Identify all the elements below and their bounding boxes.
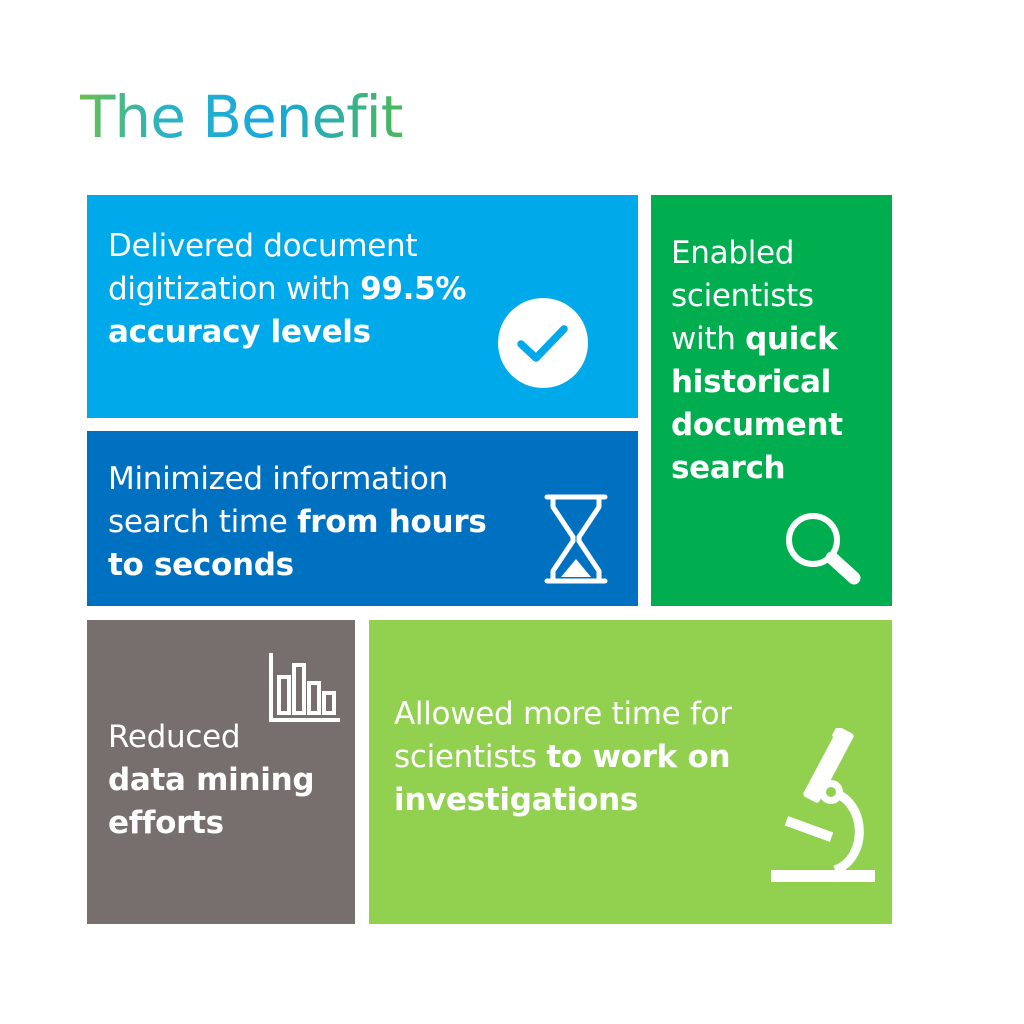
accuracy-text: Delivered document digitization with 99.… <box>108 225 466 354</box>
accuracy-percent: 99.5% <box>360 271 467 307</box>
benefit-tile-historical-search: Enabled scientists with quick historical… <box>651 195 892 606</box>
data-mining-line-3: efforts <box>108 805 224 841</box>
historical-line-5: document <box>671 407 843 443</box>
historical-line-3: with <box>671 321 746 357</box>
data-mining-text: Reduced data mining efforts <box>108 716 315 845</box>
investigations-bold-1: to work on <box>546 739 731 775</box>
investigations-line-3: investigations <box>394 782 638 818</box>
data-mining-line-1: Reduced <box>108 719 241 755</box>
search-time-line-2: search time <box>108 504 298 540</box>
search-time-line-1: Minimized information <box>108 461 448 497</box>
investigations-line-2: scientists <box>394 739 547 775</box>
historical-line-1: Enabled <box>671 235 795 271</box>
historical-bold-1: quick <box>745 321 838 357</box>
accuracy-line-1: Delivered document <box>108 228 418 264</box>
accuracy-line-3: accuracy levels <box>108 314 371 350</box>
historical-line-4: historical <box>671 364 832 400</box>
investigations-text: Allowed more time for scientists to work… <box>394 693 732 822</box>
benefit-tile-accuracy: Delivered document digitization with 99.… <box>87 195 638 418</box>
benefit-tile-data-mining: Reduced data mining efforts <box>87 620 355 924</box>
hourglass-icon <box>543 493 609 585</box>
historical-search-text: Enabled scientists with quick historical… <box>671 232 843 490</box>
search-time-line-3: to seconds <box>108 547 294 583</box>
search-time-bold-1: from hours <box>297 504 487 540</box>
bar-chart-icon <box>268 653 340 723</box>
data-mining-line-2: data mining <box>108 762 315 798</box>
investigations-line-1: Allowed more time for <box>394 696 732 732</box>
magnifier-icon <box>784 511 864 587</box>
checkmark-circle-icon <box>497 297 589 389</box>
page-title: The Benefit <box>80 83 403 151</box>
historical-line-6: search <box>671 450 786 486</box>
benefit-tile-investigations: Allowed more time for scientists to work… <box>369 620 892 924</box>
microscope-icon <box>771 728 879 886</box>
historical-line-2: scientists <box>671 278 814 314</box>
search-time-text: Minimized information search time from h… <box>108 458 487 587</box>
benefit-tile-search-time: Minimized information search time from h… <box>87 431 638 606</box>
accuracy-line-2: digitization with <box>108 271 361 307</box>
